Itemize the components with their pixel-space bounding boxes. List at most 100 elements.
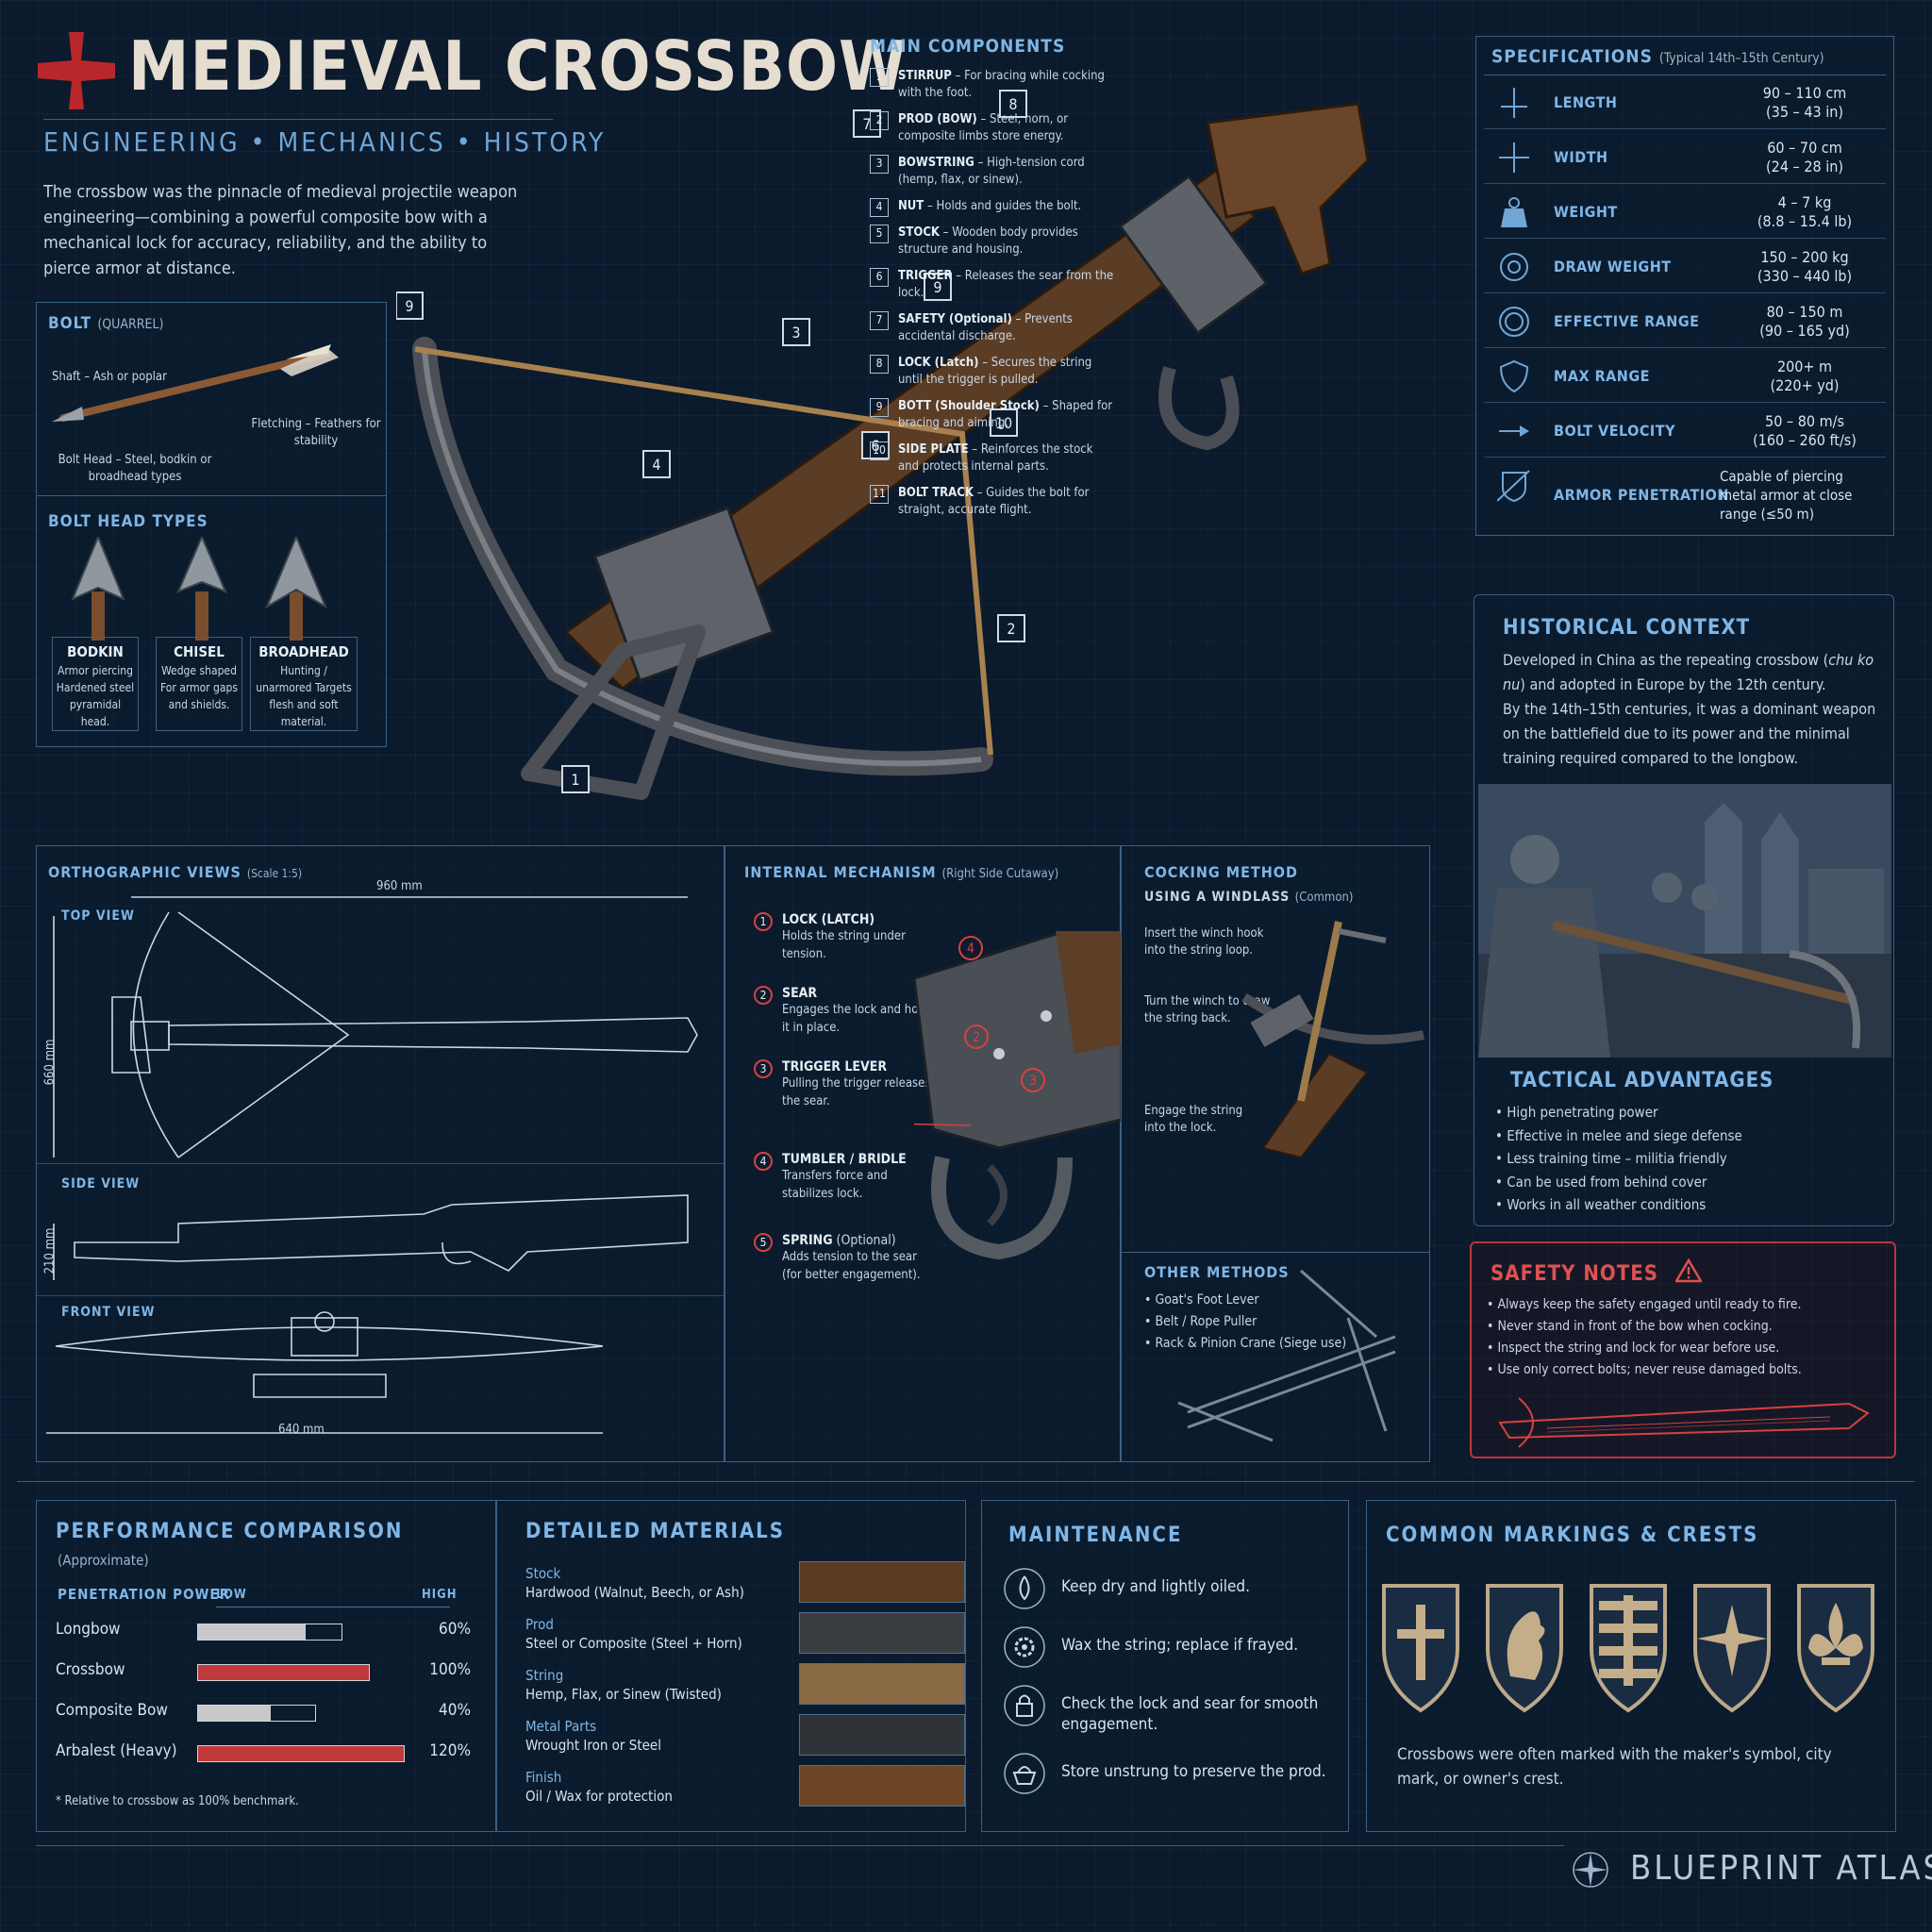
- callout-marker: 1: [561, 765, 590, 793]
- mechanism-desc: Engages the lock and holds it in place.: [782, 1003, 935, 1035]
- gear-icon: [1004, 1626, 1045, 1668]
- component-number: 5: [870, 225, 889, 243]
- performance-footnote: * Relative to crossbow as 100% benchmark…: [56, 1794, 299, 1808]
- spec-value: 60 – 70 cm(24 – 28 in): [1729, 139, 1880, 176]
- performance-high: HIGH: [422, 1588, 458, 1602]
- component-desc: – Steel, horn, or composite limbs store …: [898, 112, 1069, 143]
- material-desc: Hardwood (Walnut, Beech, or Ash): [525, 1584, 744, 1601]
- maintenance-panel: MAINTENANCE Keep dry and lightly oiled.W…: [981, 1500, 1349, 1832]
- callout-marker: 4: [642, 450, 671, 478]
- title-block: MEDIEVAL CROSSBOW ENGINEERING • MECHANIC…: [38, 26, 907, 177]
- mechanism-cutaway-illustration: 423: [914, 931, 1122, 1260]
- other-method-item: Rack & Pinion Crane (Siege use): [1144, 1333, 1352, 1355]
- brand-name: BLUEPRINT ATLAS: [1630, 1849, 1932, 1888]
- bolt-type-name: BODKIN: [67, 643, 124, 660]
- material-name: Prod: [525, 1616, 554, 1633]
- spec-value-secondary: (8.8 – 15.4 lb): [1757, 212, 1853, 230]
- historical-text-1a: Developed in China as the repeating cros…: [1503, 651, 1829, 669]
- component-desc: – Guides the bolt for straight, accurate…: [898, 486, 1090, 517]
- mechanism-number: 2: [754, 986, 773, 1005]
- component-desc: – High-tension cord (hemp, flax, or sine…: [898, 156, 1085, 187]
- material-name: Stock: [525, 1565, 561, 1582]
- mechanism-name: SEAR: [782, 986, 818, 1001]
- warning-icon: [1674, 1257, 1704, 1283]
- crossbow-callouts: 1 2 3 4 6 7 8 9 9 10: [396, 90, 1027, 793]
- callout-marker: 2: [997, 614, 1025, 642]
- spec-label: ARMOR PENETRATION: [1554, 486, 1729, 504]
- component-number: 8: [870, 355, 889, 374]
- spec-value: 50 – 80 m/s(160 – 260 ft/s): [1729, 412, 1880, 450]
- tactical-item: Less training time – militia friendly: [1495, 1147, 1882, 1171]
- spec-value-primary: 80 – 150 m: [1766, 303, 1843, 321]
- bolt-type-name: BROADHEAD: [258, 643, 349, 660]
- performance-bar-track: [197, 1705, 316, 1722]
- svg-text:2: 2: [1007, 620, 1015, 638]
- maintenance-item: Store unstrung to preserve the prod.: [1061, 1762, 1326, 1781]
- tactical-item: Effective in melee and siege defense: [1495, 1124, 1882, 1148]
- historical-text-2: By the 14th–15th centuries, it was a dom…: [1503, 700, 1876, 767]
- bolt-head-chisel-icon: [176, 537, 227, 641]
- spec-value-secondary: (220+ yd): [1770, 376, 1840, 394]
- mechanism-number: 5: [754, 1233, 773, 1252]
- basket-icon: [1004, 1753, 1045, 1794]
- specs-title: SPECIFICATIONS: [1491, 46, 1653, 67]
- material-desc: Wrought Iron or Steel: [525, 1737, 661, 1754]
- historical-text-1b: ) and adopted in Europe by the 12th cent…: [1520, 675, 1826, 693]
- length-icon: [1501, 88, 1527, 118]
- markings-panel: COMMON MARKINGS & CRESTS Crossbows were …: [1366, 1500, 1896, 1832]
- callout-marker: 10: [990, 408, 1018, 437]
- component-desc: – Prevents accidental discharge.: [898, 312, 1073, 343]
- bolt-head-label: Bolt Head – Steel, bodkin or broadhead t…: [58, 453, 212, 484]
- component-number: 9: [870, 398, 889, 417]
- callout-marker: 7: [853, 109, 881, 138]
- cocking-title: COCKING METHOD: [1144, 863, 1298, 881]
- cross-crest-icon: [1382, 1584, 1459, 1713]
- performance-name: Crossbow: [56, 1660, 125, 1679]
- shield-icon: [1499, 359, 1529, 393]
- maintenance-item: Keep dry and lightly oiled.: [1061, 1577, 1250, 1596]
- component-number: 6: [870, 268, 889, 287]
- spec-value-primary: Capable of piercing metal armor at close…: [1720, 468, 1853, 523]
- mechanism-number: 1: [754, 912, 773, 931]
- callout-marker: 9: [396, 291, 424, 320]
- specs-note: (Typical 14th–15th Century): [1658, 51, 1824, 66]
- bolt-type-desc: Wedge shaped For armor gaps and shields.: [159, 664, 239, 711]
- spec-value: 4 – 7 kg(8.8 – 15.4 lb): [1729, 193, 1880, 231]
- svg-text:3: 3: [791, 324, 800, 341]
- crests-row: [1382, 1584, 1874, 1713]
- component-desc: – Reinforces the stock and protects inte…: [898, 442, 1093, 474]
- component-number: 4: [870, 198, 889, 217]
- component-name: NUT: [898, 199, 924, 213]
- maintenance-item: Check the lock and sear for smooth engag…: [1061, 1694, 1319, 1734]
- ortho-side-label: SIDE VIEW: [61, 1176, 141, 1191]
- safety-title: SAFETY NOTES: [1491, 1262, 1659, 1286]
- bolt-illustration: [52, 344, 339, 422]
- spec-value-secondary: (90 – 165 yd): [1759, 322, 1850, 340]
- svg-text:4: 4: [652, 456, 660, 474]
- performance-bar-track: [197, 1664, 371, 1681]
- cocking-subtitle: USING A WINDLASS: [1144, 890, 1291, 905]
- width-icon: [1499, 142, 1529, 173]
- tactical-item: Works in all weather conditions: [1495, 1193, 1882, 1217]
- spec-label: WIDTH: [1554, 148, 1608, 166]
- safety-item: Inspect the string and lock for wear bef…: [1487, 1338, 1883, 1359]
- component-name: BOTT (Shoulder Stock): [898, 399, 1040, 413]
- cocking-step-2: Turn the winch to draw the string back.: [1144, 994, 1271, 1025]
- material-swatch: [799, 1663, 965, 1705]
- specifications-panel: SPECIFICATIONS (Typical 14th–15th Centur…: [1475, 36, 1894, 536]
- component-name: STOCK: [898, 225, 940, 240]
- tactical-title: TACTICAL ADVANTAGES: [1510, 1069, 1774, 1092]
- materials-title: DETAILED MATERIALS: [525, 1520, 786, 1543]
